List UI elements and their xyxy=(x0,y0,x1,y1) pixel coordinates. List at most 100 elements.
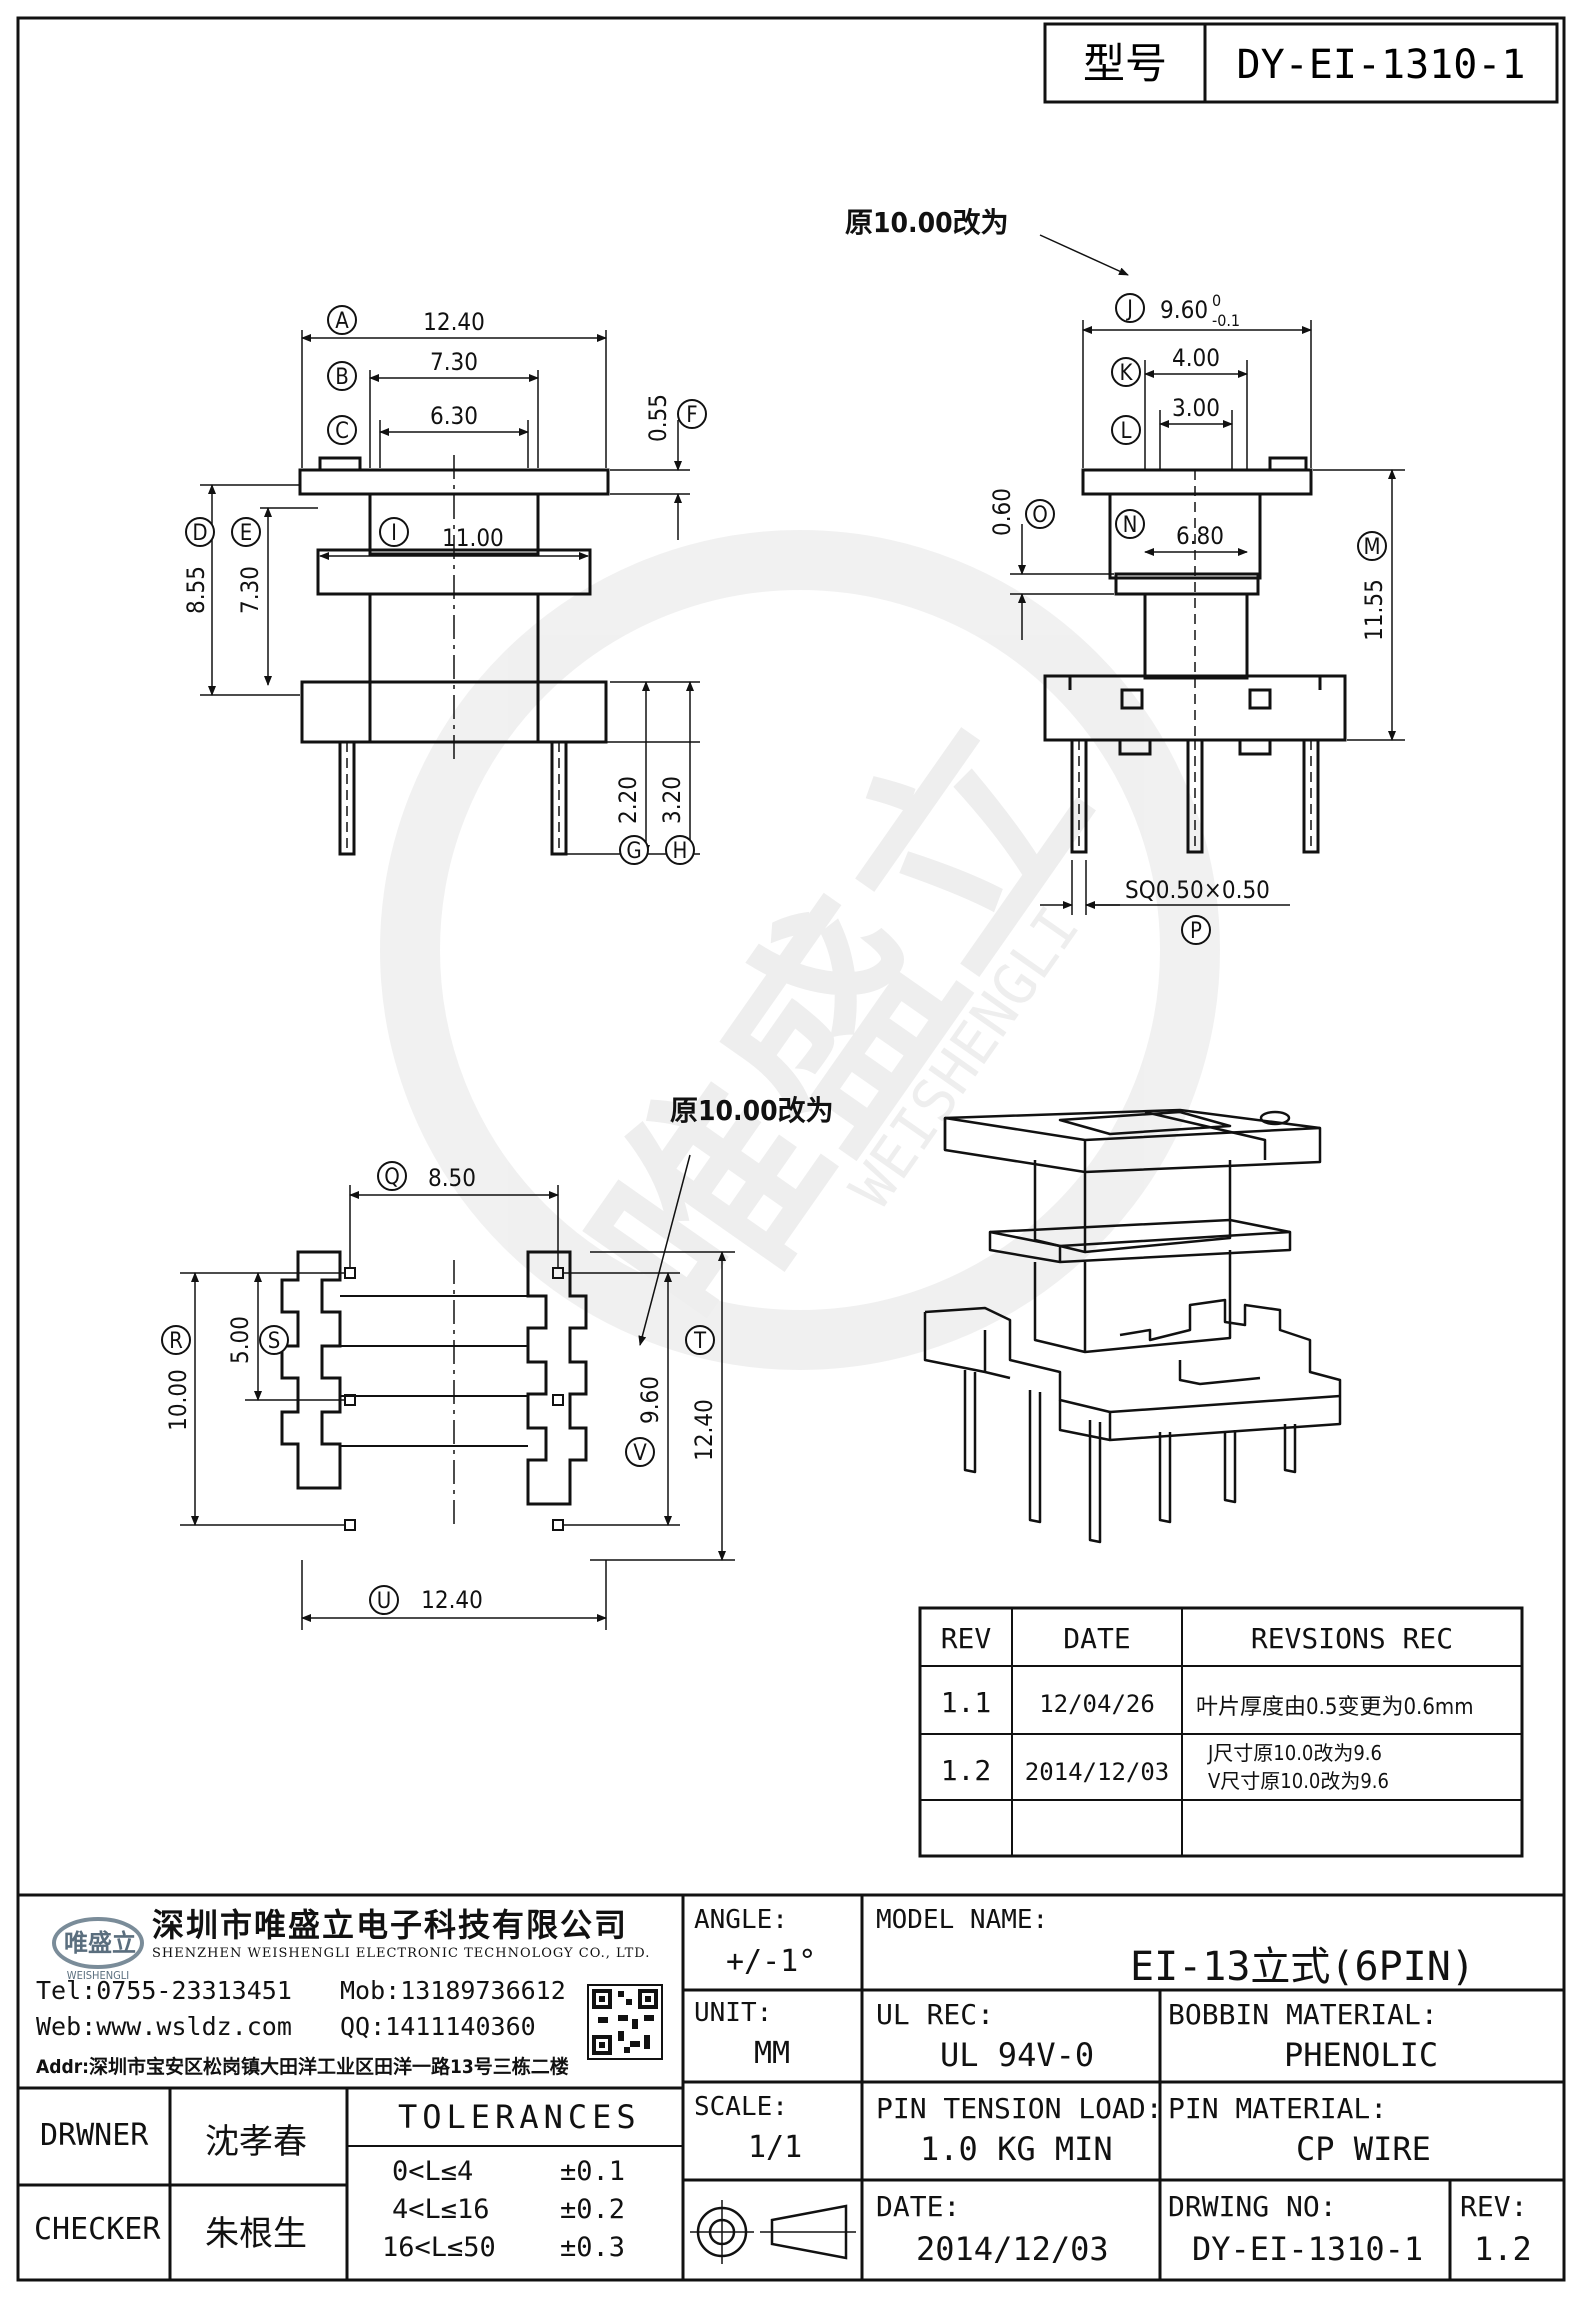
model-name-value: EI-13立式(6PIN) xyxy=(1130,1944,1475,1990)
dim-L-value: 3.00 xyxy=(1172,394,1220,422)
company-mob: Mob:13189736612 xyxy=(340,1976,566,2005)
isometric-view xyxy=(923,1108,1342,1544)
type-label: 型号 xyxy=(1083,39,1167,88)
balloon-G: G xyxy=(619,835,649,865)
balloon-P: P xyxy=(1181,915,1211,945)
date-label: DATE: xyxy=(876,2190,961,2223)
svg-text:F: F xyxy=(686,403,697,428)
dim-J-value: 9.60 xyxy=(1160,296,1208,324)
bottom-view xyxy=(280,1250,588,1531)
balloon-F: F xyxy=(677,399,707,429)
dim-J-tol-lower: -0.1 xyxy=(1212,311,1240,330)
bottom-view-dims xyxy=(180,1154,735,1630)
svg-text:I: I xyxy=(391,521,397,546)
svg-text:S: S xyxy=(268,1329,281,1354)
pin-material-value: CP WIRE xyxy=(1296,2130,1431,2168)
svg-text:V: V xyxy=(633,1441,647,1466)
company-logo: 唯盛立 WEISHENGLI xyxy=(52,1917,144,1982)
tolerances-label: TOLERANCES xyxy=(398,2098,641,2136)
drawing-no-value: DY-EI-1310-1 xyxy=(1192,2230,1424,2268)
dim-H-value: 3.20 xyxy=(658,776,686,824)
title-block-grid xyxy=(18,1893,1564,2280)
type-value: DY-EI-1310-1 xyxy=(1237,42,1526,88)
balloon-N: N xyxy=(1115,509,1145,539)
balloon-H: H xyxy=(665,835,695,865)
logo-subtext: WEISHENGLI xyxy=(67,1969,129,1982)
revision-table-text: REV DATE REVSIONS REC 1.1 12/04/26 叶片厚度由… xyxy=(941,1622,1474,1793)
dim-M-value: 11.55 xyxy=(1360,579,1388,641)
svg-text:J: J xyxy=(1125,297,1133,322)
rev-header-rec: REVSIONS REC xyxy=(1251,1622,1453,1655)
svg-text:N: N xyxy=(1123,513,1138,538)
balloon-V: V xyxy=(625,1437,655,1467)
tolerance-range-1: 0<L≤4 xyxy=(392,2156,474,2187)
balloon-B: B xyxy=(327,361,357,391)
balloon-D: D xyxy=(185,517,215,547)
checker-label: CHECKER xyxy=(34,2212,161,2247)
svg-text:T: T xyxy=(693,1329,707,1354)
balloon-K: K xyxy=(1111,357,1141,387)
dim-D-value: 8.55 xyxy=(182,566,210,614)
dim-C-value: 6.30 xyxy=(430,402,478,430)
balloon-O: O xyxy=(1025,499,1055,529)
balloon-S: S xyxy=(259,1325,289,1355)
svg-text:L: L xyxy=(1120,419,1131,444)
date-value: 2014/12/03 xyxy=(916,2230,1109,2268)
rev-row2-rev: 1.2 xyxy=(941,1754,992,1787)
company-qq: QQ:1411140360 xyxy=(340,2012,536,2041)
svg-text:A: A xyxy=(335,309,349,334)
projection-symbol-icon xyxy=(690,2200,856,2264)
side-view-dims xyxy=(1010,234,1405,915)
qr-code-icon xyxy=(587,1984,663,2060)
front-view-dims xyxy=(200,330,700,855)
svg-text:B: B xyxy=(335,365,349,390)
dim-K-value: 4.00 xyxy=(1172,344,1220,372)
dim-R-value: 10.00 xyxy=(164,1369,192,1431)
scale-label: SCALE: xyxy=(694,2092,788,2122)
svg-text:U: U xyxy=(377,1589,392,1614)
pin-tension-label: PIN TENSION LOAD: xyxy=(876,2092,1163,2125)
front-view-balloons: A B C I D E F G H xyxy=(185,305,707,865)
model-name-label: MODEL NAME: xyxy=(876,1905,1049,1935)
rev-row1-date: 12/04/26 xyxy=(1039,1690,1155,1718)
dim-P-value: SQ0.50×0.50 xyxy=(1125,876,1270,904)
svg-text:E: E xyxy=(240,521,253,546)
tolerance-value-3: ±0.3 xyxy=(560,2232,626,2263)
side-view xyxy=(1043,456,1347,854)
rev-header-rev: REV xyxy=(941,1622,992,1655)
company-name-cn: 深圳市唯盛立电子科技有限公司 xyxy=(152,1906,629,1944)
scale-value: 1/1 xyxy=(748,2130,803,2165)
rev-value: 1.2 xyxy=(1474,2230,1532,2268)
dim-G-value: 2.20 xyxy=(614,776,642,824)
bottom-view-note: 原10.00改为 xyxy=(670,1094,834,1127)
rev-row1-rev: 1.1 xyxy=(941,1686,992,1719)
company-name-en: SHENZHEN WEISHENGLI ELECTRONIC TECHNOLOG… xyxy=(152,1946,651,1961)
dim-N-value: 6.80 xyxy=(1176,522,1224,550)
bottom-view-labels: 8.50 10.00 5.00 9.60 12.40 12.40 xyxy=(164,1164,718,1614)
balloon-E: E xyxy=(231,517,261,547)
dim-E-value: 7.30 xyxy=(236,566,264,614)
balloon-Q: Q xyxy=(377,1161,407,1191)
pin-material-label: PIN MATERIAL: xyxy=(1168,2092,1388,2125)
rev-header-date: DATE xyxy=(1063,1622,1130,1655)
bobbin-material-value: PHENOLIC xyxy=(1284,2036,1439,2074)
ul-rec-label: UL REC: xyxy=(876,1998,995,2031)
angle-value: +/-1° xyxy=(726,1944,817,1979)
dim-I-value: 11.00 xyxy=(442,524,504,552)
checker-value: 朱根生 xyxy=(205,2214,307,2254)
balloon-M: M xyxy=(1357,531,1387,561)
svg-text:M: M xyxy=(1363,535,1380,560)
ul-rec-value: UL 94V-0 xyxy=(940,2036,1095,2074)
rev-row2-rec-1: J尺寸原10.0改为9.6 xyxy=(1207,1741,1382,1765)
pin-tension-value: 1.0 KG MIN xyxy=(920,2130,1113,2168)
svg-text:P: P xyxy=(1190,919,1202,944)
dim-Q-value: 8.50 xyxy=(428,1164,476,1192)
svg-text:Q: Q xyxy=(384,1165,400,1190)
tolerance-value-1: ±0.1 xyxy=(560,2156,626,2187)
dim-V-value: 9.60 xyxy=(636,1376,664,1424)
svg-text:K: K xyxy=(1120,361,1134,386)
dim-B-value: 7.30 xyxy=(430,348,478,376)
drawer-label: DRWNER xyxy=(40,2118,149,2153)
svg-text:G: G xyxy=(626,839,641,864)
